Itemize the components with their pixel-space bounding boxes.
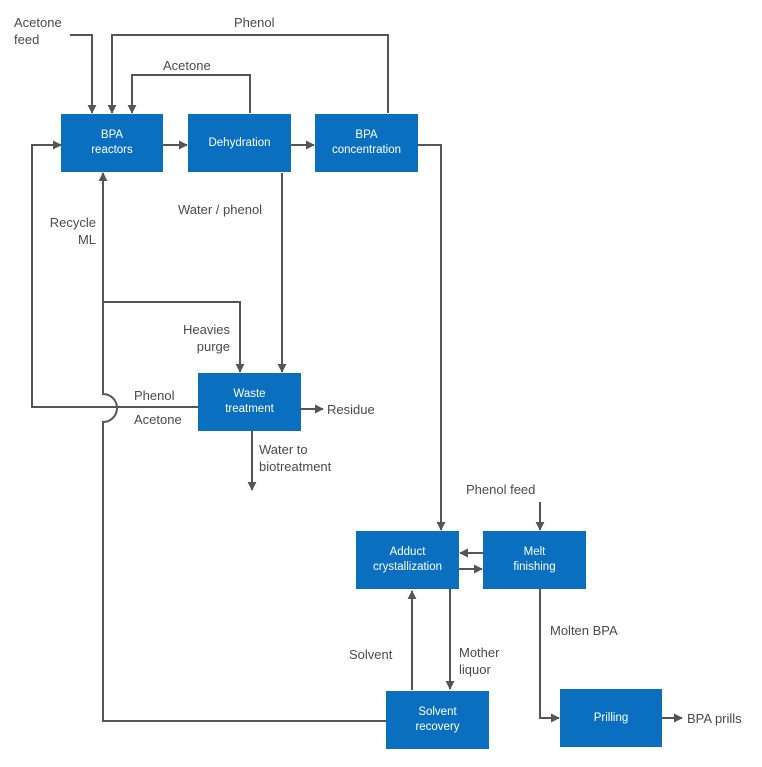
acetone-recycle-arrow xyxy=(127,74,251,114)
water-biotreatment-label: Water to biotreatment xyxy=(259,442,332,474)
phenol-top-label: Phenol xyxy=(234,15,275,30)
bpa-reactors-box: BPA reactors xyxy=(61,114,163,172)
acetone-recycle-label: Acetone xyxy=(163,58,211,73)
waste-treatment-box: Waste treatment xyxy=(198,373,301,431)
bpa-prills-label: BPA prills xyxy=(687,711,742,726)
molten-bpa-label: Molten BPA xyxy=(550,623,618,638)
acetone-feed-label: Acetone feed xyxy=(14,15,62,47)
phenol-recycle-arrow xyxy=(107,34,389,114)
concentration-to-crystallization-arrow xyxy=(418,144,446,531)
heavies-purge-label: Heavies purge xyxy=(183,322,230,354)
residue-label: Residue xyxy=(327,402,375,417)
solvent-recovery-box: Solvent recovery xyxy=(386,691,489,749)
bpa-concentration-box: BPA concentration xyxy=(315,114,418,172)
mother-liquor-label: Mother liquor xyxy=(459,645,500,677)
dehydration-box: Dehydration xyxy=(188,114,291,172)
molten-bpa-arrow xyxy=(539,589,560,723)
recycle-ml-label: Recycle ML xyxy=(49,215,96,247)
water-phenol-label: Water / phenol xyxy=(178,202,263,217)
phenol-side-label: Phenol xyxy=(134,388,175,403)
acetone-side-label: Acetone xyxy=(134,412,182,427)
phenol-acetone-recycle-arrow xyxy=(31,140,198,408)
prilling-box: Prilling xyxy=(560,689,662,747)
solvent-recovery-to-reactors-arrow xyxy=(98,172,386,722)
phenol-feed-label: Phenol feed xyxy=(466,482,536,497)
adduct-crystallization-box: Adduct crystallization xyxy=(356,531,459,589)
heavies-purge-arrow xyxy=(103,301,245,373)
solvent-label: Solvent xyxy=(349,647,393,662)
melt-finishing-box: Melt finishing xyxy=(483,531,586,589)
acetone-feed-arrow xyxy=(70,34,97,114)
